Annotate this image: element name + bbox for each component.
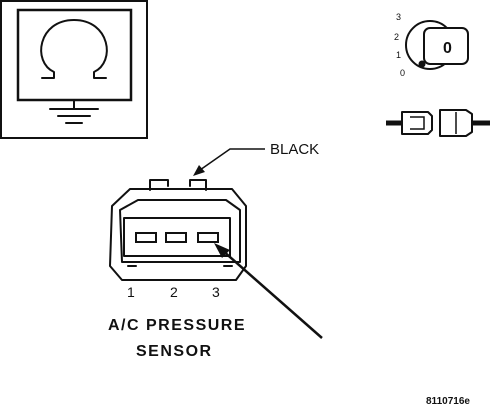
wire-leader-line [199, 148, 265, 171]
ignition-position-0: 0 [400, 68, 405, 78]
disconnected-connector-icon [386, 109, 490, 137]
component-title-line2: SENSOR [136, 343, 213, 360]
ohmmeter-icon [0, 0, 148, 139]
pin-number-3: 3 [212, 284, 220, 300]
wire-leader-arrowhead [193, 165, 205, 176]
ignition-key-off-icon: 3 2 1 0 0 [394, 12, 469, 78]
component-title-line1: A/C PRESSURE [108, 317, 246, 334]
key-symbol: 0 [443, 40, 453, 57]
pointer-arrowhead [214, 243, 230, 258]
sensor-connector [109, 179, 247, 281]
pin-number-1: 1 [127, 284, 135, 300]
pin-2-cavity [165, 232, 187, 243]
wire-color-label: BLACK [270, 141, 319, 158]
figure-code: 8110716e [426, 396, 470, 407]
pointer-arrow-line [221, 249, 323, 339]
ignition-position-2: 2 [394, 32, 399, 42]
pin-1-cavity [135, 232, 157, 243]
ignition-position-1: 1 [396, 50, 401, 60]
ignition-position-3: 3 [396, 12, 401, 22]
pin-3-cavity [197, 232, 219, 243]
pin-number-2: 2 [170, 284, 178, 300]
